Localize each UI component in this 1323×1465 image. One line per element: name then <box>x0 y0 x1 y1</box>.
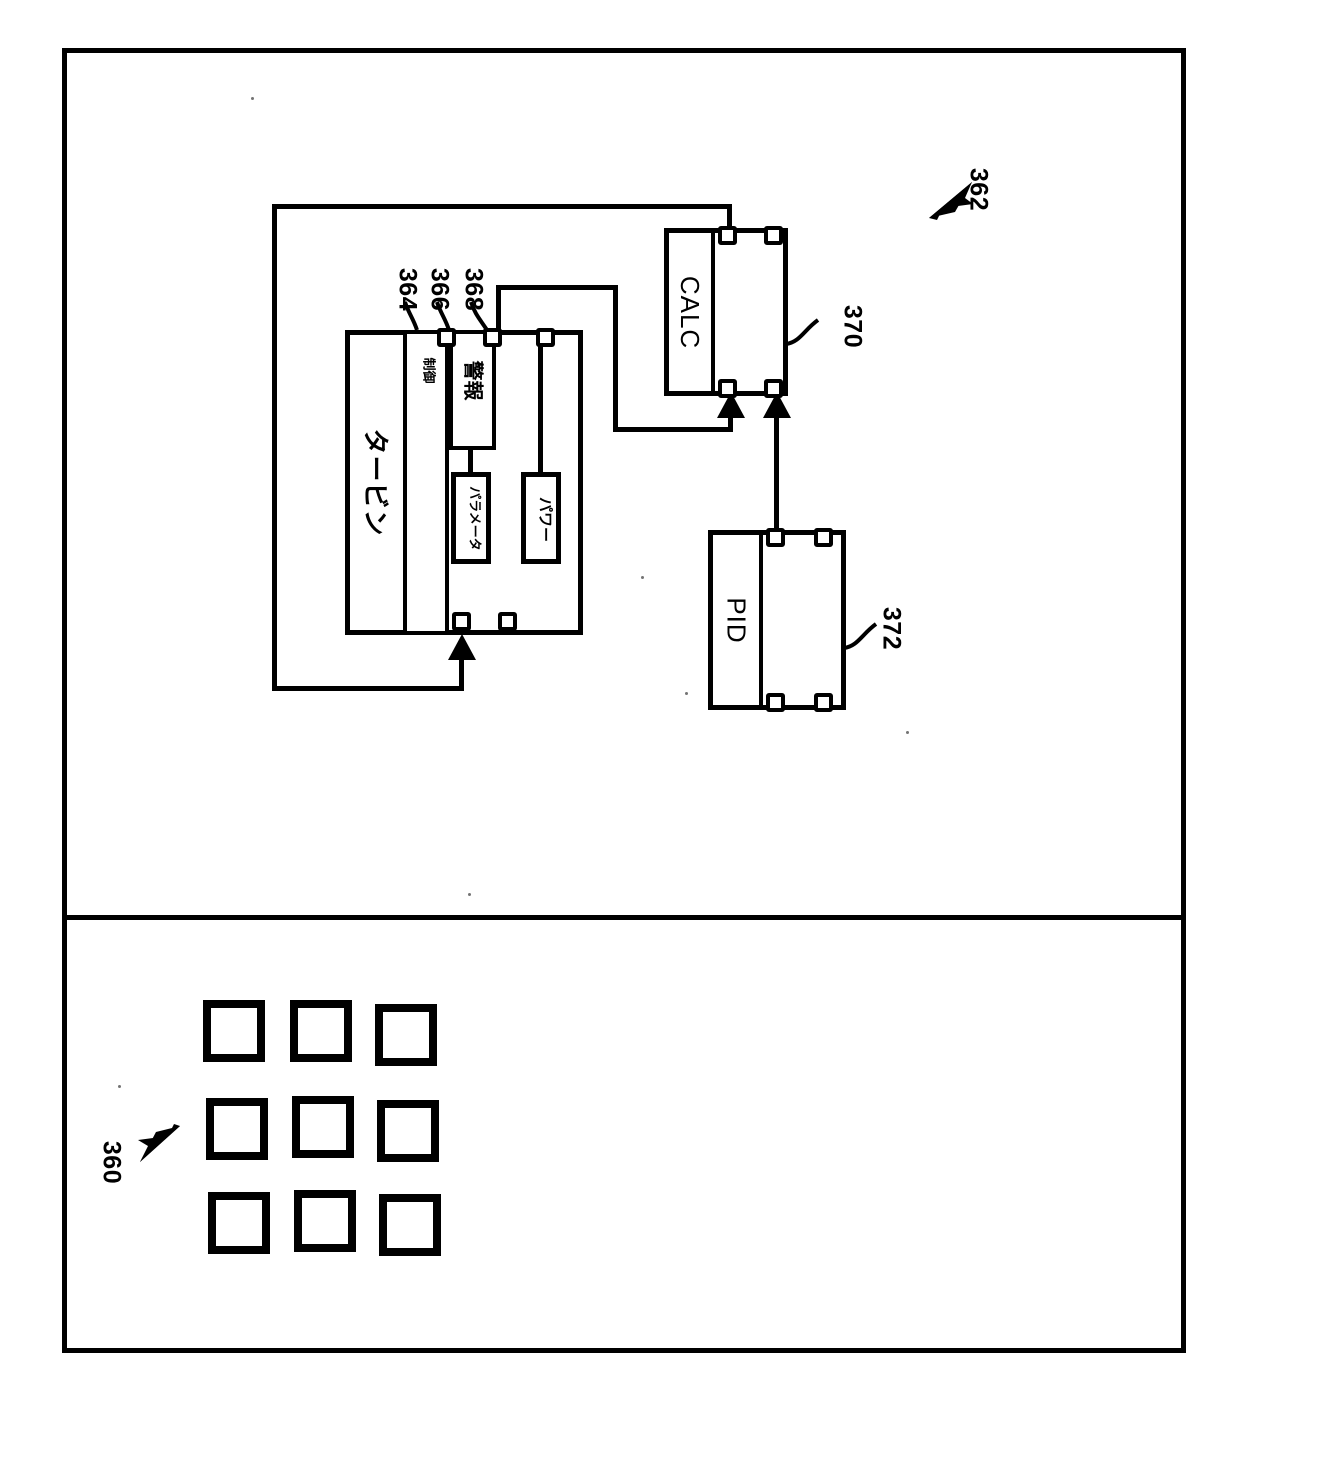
tile-grid-cell[interactable] <box>203 1000 265 1062</box>
scan-speck <box>251 97 254 100</box>
wire-alarm-riser <box>496 285 501 332</box>
power-label: パワー <box>536 496 555 542</box>
pid-block[interactable]: PID <box>708 530 846 710</box>
ref-366-label: 366 <box>425 267 454 312</box>
ref-370-label: 370 <box>838 304 867 349</box>
parameter-block[interactable]: パラメータ <box>451 472 491 564</box>
ref-360-label: 360 <box>97 1140 126 1185</box>
wire-alarm-top <box>496 285 618 290</box>
turbine-input-arrowhead <box>448 634 476 660</box>
calc-pad-bottom-left[interactable] <box>718 379 737 398</box>
alarm-label: 警報 <box>461 360 486 401</box>
wire-turbine-to-power <box>538 336 543 474</box>
calc-label: CALC <box>675 275 706 349</box>
tile-grid-cell[interactable] <box>292 1096 354 1158</box>
power-block[interactable]: パワー <box>521 472 561 564</box>
tile-grid-cell[interactable] <box>377 1100 439 1162</box>
ref-360-pointer-arrow <box>132 1122 184 1173</box>
alarm-sub-block[interactable]: 警報 <box>449 330 496 450</box>
pid-pad-bottom-right[interactable] <box>814 693 833 712</box>
control-sub-block[interactable]: 制御 <box>403 330 449 635</box>
ref-leaders-364-366-368 <box>403 301 489 332</box>
tile-grid-cell[interactable] <box>294 1190 356 1252</box>
ref-362-pointer-arrow <box>925 178 977 229</box>
pid-pad-top-right[interactable] <box>814 528 833 547</box>
wire-feedback-bottom-horizontal <box>272 686 464 691</box>
tile-grid-cell[interactable] <box>206 1098 268 1160</box>
turbine-pad-top-right[interactable] <box>536 328 555 347</box>
wire-pid-to-calc <box>774 414 779 540</box>
ref-372-leader <box>843 622 878 650</box>
tile-grid-cell[interactable] <box>290 1000 352 1062</box>
tile-grid-cell[interactable] <box>375 1004 437 1066</box>
ref-362-label: 362 <box>964 167 993 212</box>
ref-362-arrow-glyph <box>929 182 973 220</box>
scan-speck <box>685 692 688 695</box>
wire-feedback-top-horizontal <box>272 204 732 209</box>
wire-alarm-to-calc <box>613 427 733 432</box>
turbine-pad-bottom-right[interactable] <box>498 612 517 631</box>
wire-feedback-left-vertical <box>272 204 277 691</box>
calc-title-strip: CALC <box>669 233 715 391</box>
wire-feedback-riser-to-turbine <box>459 660 464 690</box>
parameter-label: パラメータ <box>466 486 482 551</box>
pid-title-strip: PID <box>713 535 763 705</box>
wire-feedback-into-calc <box>727 204 732 240</box>
calc-block[interactable]: CALC <box>664 228 788 396</box>
pid-pad-top-left[interactable] <box>766 528 785 547</box>
tile-grid <box>203 1000 443 1260</box>
wire-alarm-to-parameter <box>468 450 473 474</box>
calc-pad-top-right[interactable] <box>764 226 783 245</box>
ref-360-arrow-glyph <box>138 1124 180 1162</box>
panel-divider <box>62 915 1186 920</box>
turbine-pad-top-368[interactable] <box>483 328 502 347</box>
ref-364-label: 364 <box>393 267 422 312</box>
scan-speck <box>641 576 644 579</box>
pid-label: PID <box>721 596 752 644</box>
tile-grid-cell[interactable] <box>379 1194 441 1256</box>
tile-grid-cell[interactable] <box>208 1192 270 1254</box>
scan-speck <box>468 893 471 896</box>
ref-372-label: 372 <box>877 606 906 651</box>
pid-pad-bottom-left[interactable] <box>766 693 785 712</box>
calc-pad-top-left[interactable] <box>718 226 737 245</box>
wire-alarm-into-calc <box>728 414 733 432</box>
ref-370-leader <box>785 318 820 346</box>
turbine-pad-top-364[interactable] <box>437 328 456 347</box>
scan-speck <box>906 731 909 734</box>
ref-368-label: 368 <box>459 267 488 312</box>
control-label: 制御 <box>420 357 436 384</box>
calc-pad-bottom-right[interactable] <box>764 379 783 398</box>
turbine-title-strip: タービン <box>350 335 408 630</box>
scan-speck <box>118 1085 121 1088</box>
wire-alarm-descender <box>613 285 618 432</box>
turbine-pad-bottom-left[interactable] <box>452 612 471 631</box>
turbine-label: タービン <box>359 428 390 537</box>
